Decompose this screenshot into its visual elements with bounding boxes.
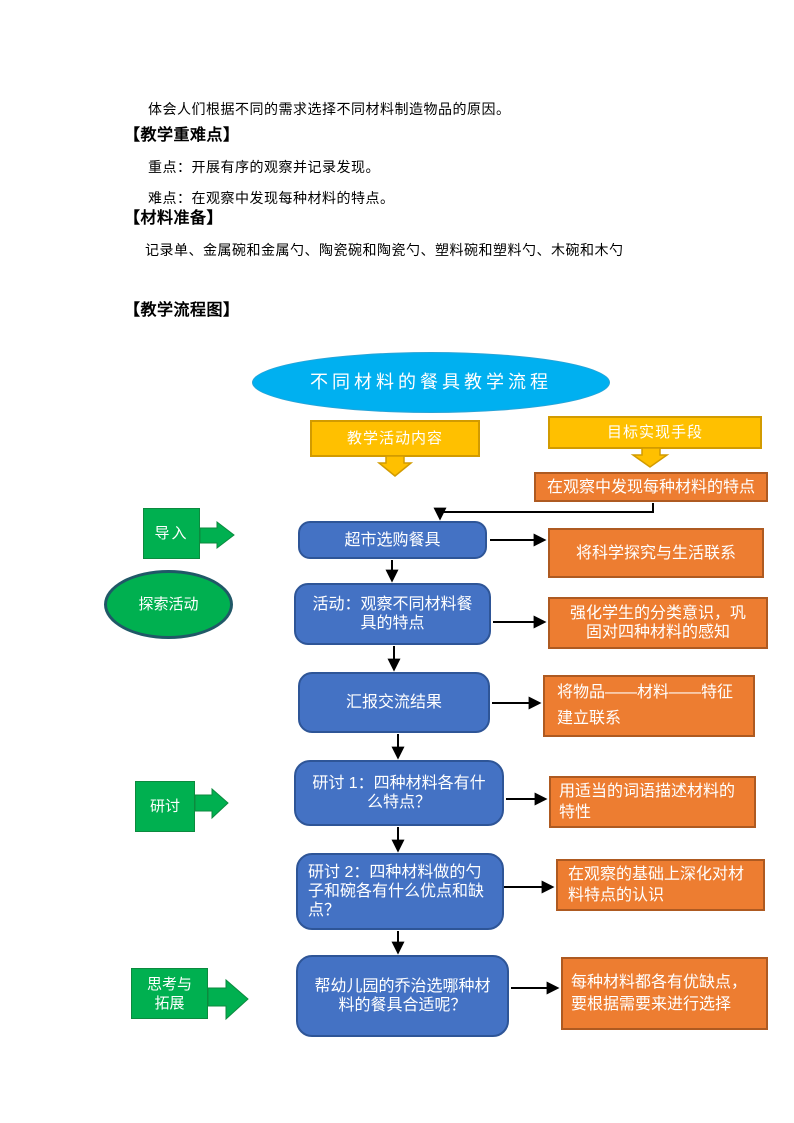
goal-overview-box: 在观察中发现每种材料的特点 <box>534 472 768 502</box>
gold-down-arrow-left <box>376 455 414 477</box>
stage-label-explore: 探索活动 <box>104 570 233 639</box>
section-heading-materials: 【材料准备】 <box>124 210 224 227</box>
column-header-goals: 目标实现手段 <box>548 416 762 449</box>
goal-box: 强化学生的分类意识，巩固对四种材料的感知 <box>548 597 768 649</box>
goal-box: 每种材料都各有优缺点，要根据需要来进行选择 <box>561 957 768 1030</box>
stage-arrow-discuss <box>194 787 229 820</box>
section-heading-flowchart: 【教学流程图】 <box>124 302 240 319</box>
stage-label-extend: 思考与拓展 <box>131 968 208 1019</box>
goal-box: 将物品——材料——特征建立联系 <box>543 675 755 737</box>
gold-down-arrow-right <box>630 447 670 468</box>
section-heading-key-points: 【教学重难点】 <box>124 127 240 144</box>
difficult-point-line: 难点：在观察中发现每种材料的特点。 <box>148 192 395 207</box>
key-point-line: 重点：开展有序的观察并记录发现。 <box>148 161 380 176</box>
flow-title-ellipse: 不同材料的餐具教学流程 <box>252 352 610 413</box>
stage-label-intro: 导入 <box>143 508 200 559</box>
stage-arrow-extend <box>207 978 249 1021</box>
goal-box: 将科学探究与生活联系 <box>548 528 764 578</box>
elbow-connector <box>433 503 654 521</box>
goal-box: 在观察的基础上深化对材料特点的认识 <box>556 859 765 911</box>
activity-box: 超市选购餐具 <box>298 521 487 559</box>
intro-text: 体会人们根据不同的需求选择不同材料制造物品的原因。 <box>148 103 511 118</box>
goal-box: 用适当的词语描述材料的特性 <box>549 776 756 828</box>
materials-line: 记录单、金属碗和金属勺、陶瓷碗和陶瓷勺、塑料碗和塑料勺、木碗和木勺 <box>145 244 624 259</box>
activity-box: 研讨 1：四种材料各有什么特点？ <box>294 760 504 826</box>
stage-label-discuss: 研讨 <box>135 781 195 832</box>
activity-box: 活动：观察不同材料餐具的特点 <box>294 583 491 645</box>
activity-box: 研讨 2：四种材料做的勺子和碗各有什么优点和缺点？ <box>296 853 504 930</box>
activity-box: 帮幼儿园的乔治选哪种材料的餐具合适呢？ <box>296 955 509 1037</box>
stage-arrow-intro <box>199 520 235 550</box>
column-header-activities: 教学活动内容 <box>310 420 480 457</box>
activity-box: 汇报交流结果 <box>298 672 490 733</box>
